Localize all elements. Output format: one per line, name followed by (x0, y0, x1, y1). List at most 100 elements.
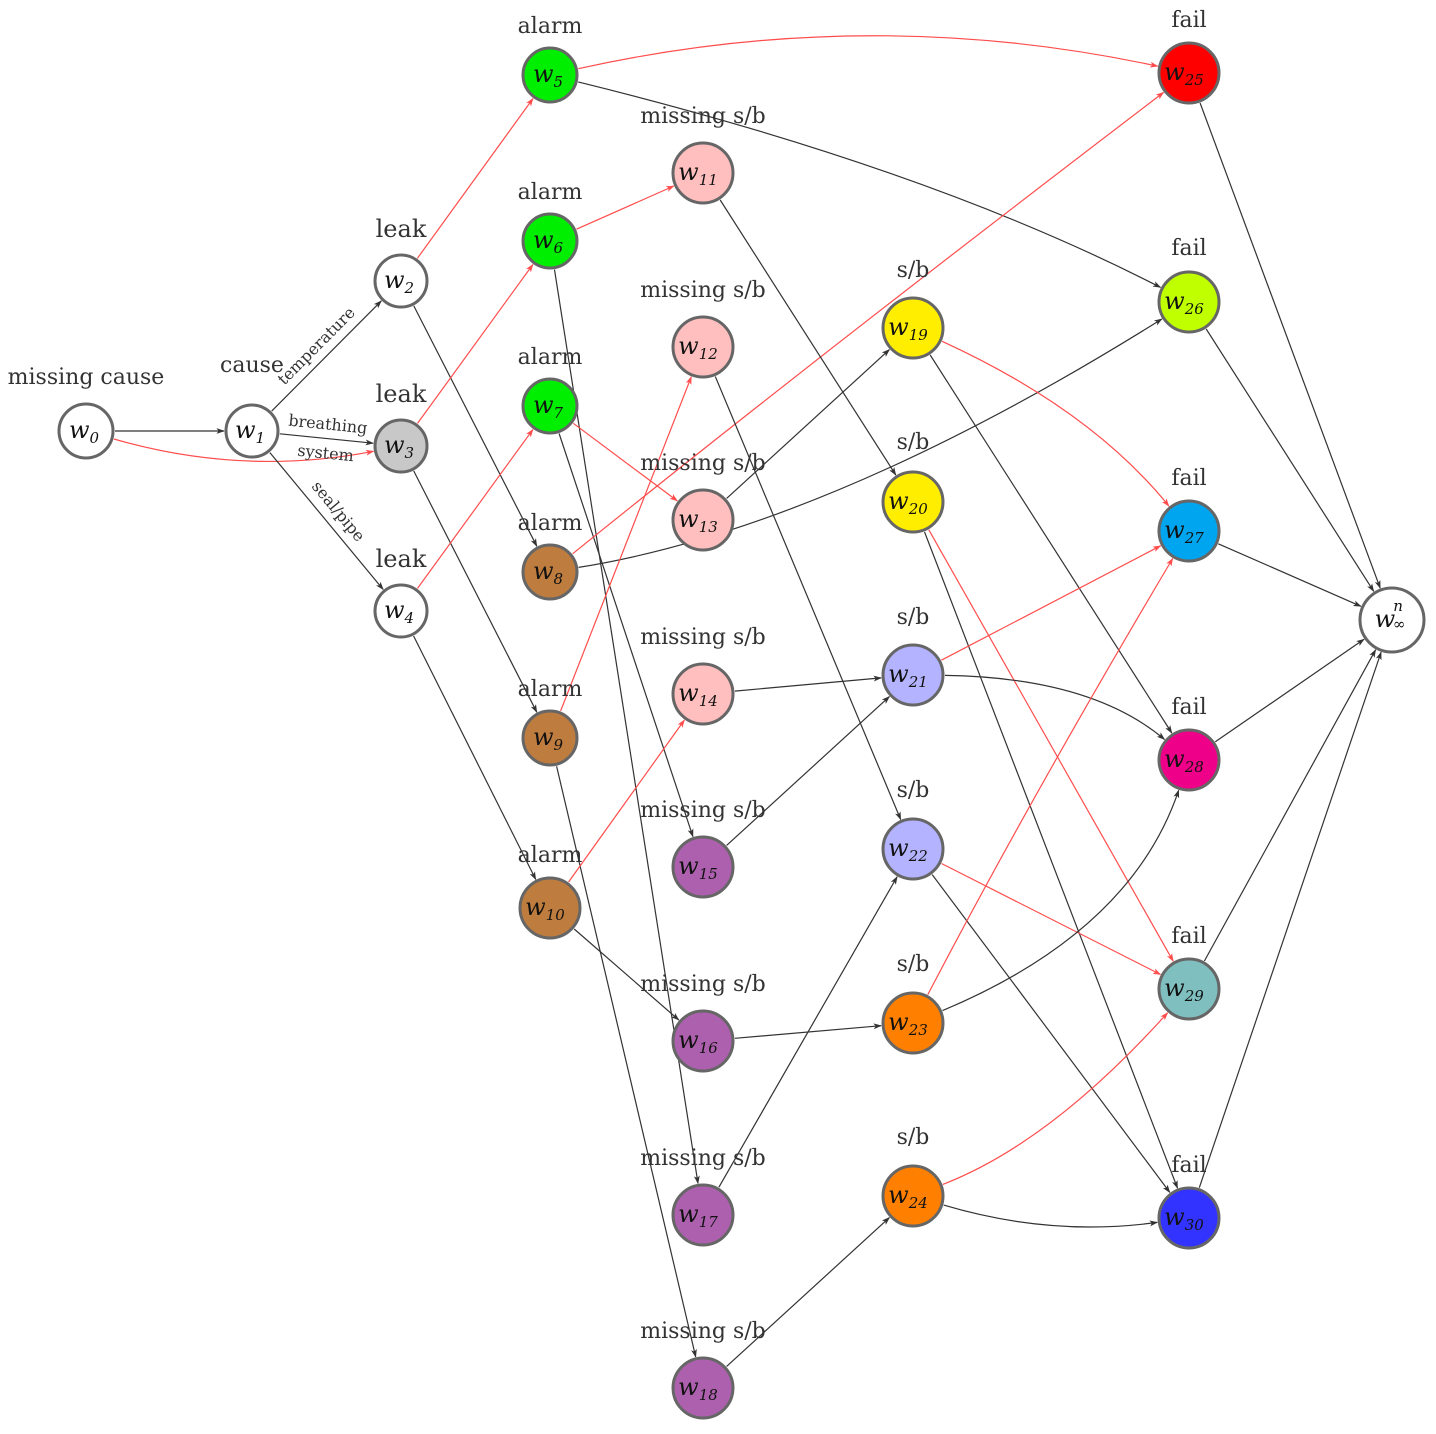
node-w21-circle (881, 643, 945, 707)
node-w18-caption: missing s/b (640, 1319, 766, 1344)
node-w10-subscript: 10 (546, 906, 566, 924)
edge-w1-to-w3 (279, 433, 374, 446)
edge-w7-to-w13 (572, 422, 678, 502)
node-w19-circle (881, 296, 945, 360)
node-w23-label: w23 (888, 1008, 928, 1039)
node-w21-subscript: 21 (908, 673, 928, 691)
node-winf-superscript: n (1393, 597, 1403, 615)
edge-w13-to-w19 (726, 349, 891, 499)
edge-w12-to-w22 (714, 376, 902, 821)
node-winf-circle (1358, 586, 1426, 654)
edge-w6-to-w11 (576, 185, 675, 230)
edge-w15-to-w21 (726, 696, 891, 846)
node-w9-circle (521, 709, 579, 767)
edge-w7-to-w15 (558, 433, 694, 838)
node-w30-circle (1157, 1186, 1221, 1250)
edge-w3-to-w9 (413, 470, 538, 713)
edge-w19-to-w28 (929, 354, 1173, 734)
node-w26-caption: fail (1171, 236, 1206, 261)
edge-w10-to-w14 (568, 719, 685, 883)
node-w9-caption: alarm (518, 677, 583, 702)
node-w13-subscript: 13 (699, 518, 718, 536)
edge-w10-to-w16 (573, 928, 680, 1021)
node-w16-subscript: 16 (699, 1039, 719, 1057)
edge-w18-to-w24 (726, 1217, 891, 1367)
node-w1-caption: cause (220, 353, 284, 378)
node-w10: w10 alarm (518, 843, 583, 940)
node-w12-label: w12 (678, 332, 718, 363)
node-w1-circle (224, 403, 280, 459)
node-w28-label: w28 (1164, 745, 1204, 776)
node-w7-caption: alarm (518, 345, 583, 370)
node-w29-label: w29 (1164, 974, 1204, 1005)
node-w6-subscript: 6 (554, 239, 564, 257)
node-w27-circle (1157, 499, 1221, 563)
node-w27-subscript: 27 (1184, 529, 1205, 547)
node-w19-subscript: 19 (909, 326, 929, 344)
edge-w1-to-w2 (271, 300, 382, 412)
node-w24-circle (881, 1164, 945, 1228)
node-w30-subscript: 30 (1185, 1216, 1205, 1234)
edge-label-breathing: breathing (288, 411, 369, 438)
edge-w8-to-w26 (578, 318, 1163, 568)
edges-layer (113, 35, 1382, 1367)
node-w9-subscript: 9 (554, 736, 564, 754)
node-w25-caption: fail (1171, 8, 1206, 33)
node-w22-caption: s/b (897, 778, 930, 803)
node-w29: w29 fail (1157, 924, 1221, 1021)
node-w5-subscript: 5 (554, 73, 564, 91)
node-w10-caption: alarm (518, 843, 583, 868)
node-w13-circle (671, 488, 735, 552)
node-w5-circle (521, 46, 579, 104)
edge-w20-to-w30 (923, 531, 1179, 1189)
node-w26-circle (1157, 270, 1221, 334)
node-w29-caption: fail (1171, 924, 1206, 949)
edge-w5-to-w25 (578, 35, 1159, 70)
node-w11-caption: missing s/b (640, 104, 766, 129)
node-w25-circle (1157, 41, 1221, 105)
node-w11-subscript: 11 (699, 171, 718, 189)
node-w9-label: w9 (533, 723, 564, 754)
edge-w20-to-w29 (928, 529, 1174, 962)
node-w10-label: w10 (525, 893, 565, 924)
edge-w9-to-w12 (560, 376, 692, 712)
node-w15-subscript: 15 (699, 865, 718, 883)
edge-w14-to-w21 (734, 675, 882, 692)
node-w20-subscript: 20 (908, 500, 929, 518)
node-w30-label: w30 (1164, 1203, 1204, 1234)
edge-w5-to-w26 (578, 81, 1162, 288)
node-w6-caption: alarm (518, 180, 583, 205)
node-winf: wn∞ (1358, 586, 1426, 654)
edge-w29-to-winf (1203, 649, 1377, 962)
edge-label-temperature: temperature (274, 303, 359, 389)
edge-w0-to-w3 (113, 438, 375, 463)
node-w14-caption: missing s/b (640, 625, 766, 650)
node-w6-circle (521, 212, 579, 270)
edge-w26-to-winf (1205, 328, 1375, 593)
edge-label-system: system (297, 441, 355, 466)
node-w0-circle (57, 402, 115, 460)
edge-w8-to-w25 (572, 91, 1165, 555)
node-w4-subscript: 4 (404, 609, 415, 627)
